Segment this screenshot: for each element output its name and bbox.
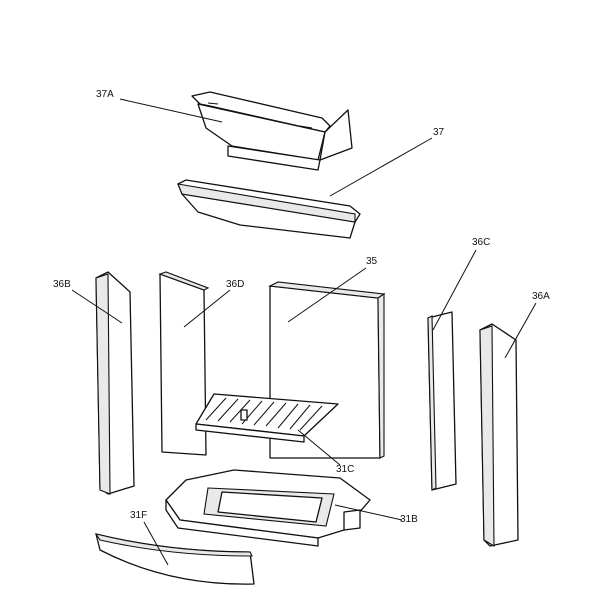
part-31B — [165, 469, 371, 547]
label-37A: 37A — [96, 89, 114, 100]
label-36A: 36A — [532, 291, 550, 302]
leader-lines — [71, 98, 537, 566]
part-36C — [427, 311, 457, 491]
label-36B: 36B — [53, 279, 71, 290]
part-36B — [95, 271, 135, 495]
part-31C — [195, 393, 339, 443]
part-36D — [158, 271, 210, 456]
label-31F: 31F — [130, 510, 148, 521]
label-31C: 31C — [336, 464, 355, 475]
label-36D: 36D — [226, 279, 245, 290]
part-31F — [94, 533, 255, 585]
part-36A — [479, 323, 519, 547]
label-35: 35 — [366, 256, 378, 267]
label-36C: 36C — [472, 237, 491, 248]
part-37A — [191, 91, 353, 171]
label-37: 37 — [433, 127, 445, 138]
part-37 — [177, 179, 361, 239]
label-31B: 31B — [400, 514, 418, 525]
